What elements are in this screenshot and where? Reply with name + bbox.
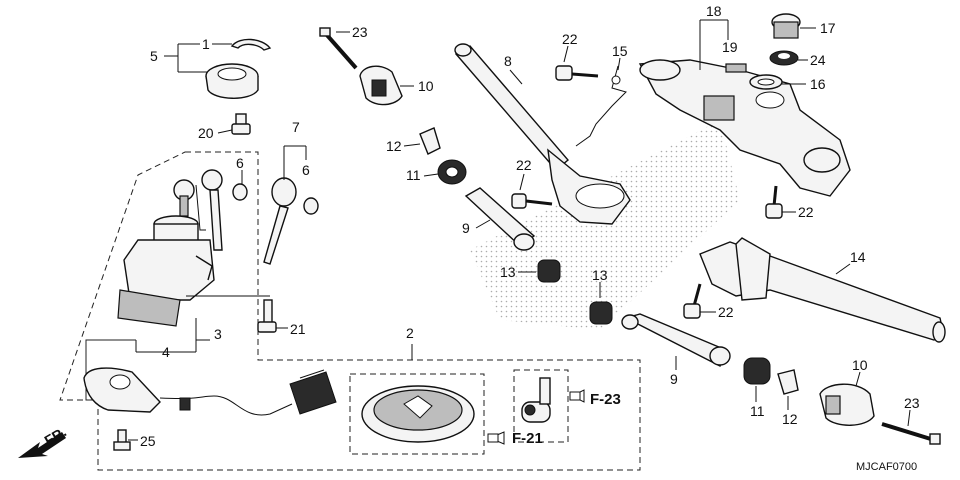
washer-16-part xyxy=(749,74,783,90)
bolt-22-top-part xyxy=(555,65,599,81)
callout-20: 20 xyxy=(198,125,214,141)
callout-3: 3 xyxy=(214,326,222,342)
wire-clip-15-part xyxy=(575,65,627,147)
callout-8: 8 xyxy=(504,53,512,69)
cap-subassembly-box xyxy=(349,373,485,455)
lock-subassembly-box xyxy=(513,369,569,443)
switch-housing-10-bottom-part xyxy=(819,383,875,426)
collar-13-right-part xyxy=(589,301,613,325)
clip-12-top-part xyxy=(419,127,441,155)
o-ring-6a-part xyxy=(232,183,248,201)
callout-10a: 10 xyxy=(418,78,434,94)
callout-5: 5 xyxy=(150,48,158,64)
grommet-11-bottom-part xyxy=(743,357,771,385)
ignition-assembly-box xyxy=(59,151,641,471)
right-handlebar-part xyxy=(699,237,946,343)
bolt-22-bridge-part xyxy=(765,185,783,219)
callout-16: 16 xyxy=(810,76,826,92)
bolt-20-part xyxy=(231,113,251,135)
bar-weight-9-bottom-part xyxy=(621,313,731,367)
callout-14: 14 xyxy=(850,249,866,265)
callout-2: 2 xyxy=(406,325,414,341)
callout-22d: 22 xyxy=(718,304,734,320)
callout-12b: 12 xyxy=(782,411,798,427)
bolt-22-right-part xyxy=(683,283,702,319)
callout-23a: 23 xyxy=(352,24,368,40)
wiring-harness-part xyxy=(83,367,337,416)
bolt-25-part xyxy=(113,429,131,451)
callout-1: 1 xyxy=(202,36,210,52)
callout-15: 15 xyxy=(612,43,628,59)
callout-18: 18 xyxy=(706,3,722,19)
nut-24-part xyxy=(769,50,799,66)
callout-19: 19 xyxy=(722,39,738,55)
callout-10b: 10 xyxy=(852,357,868,373)
o-ring-6b-part xyxy=(303,197,319,215)
callout-12a: 12 xyxy=(386,138,402,154)
bar-weight-9-top-part xyxy=(464,187,536,251)
switch-housing-10-top-part xyxy=(359,65,403,106)
callout-25: 25 xyxy=(140,433,156,449)
diagram-code: MJCAF0700 xyxy=(856,461,917,473)
callout-17: 17 xyxy=(820,20,836,36)
callout-11b: 11 xyxy=(750,403,765,419)
front-arrow-icon xyxy=(18,432,66,458)
screw-23-bottom-part xyxy=(881,422,941,445)
callout-22b: 22 xyxy=(516,157,532,173)
callout-6a: 6 xyxy=(236,155,244,171)
callout-13a: 13 xyxy=(500,264,516,280)
ignition-switch-part xyxy=(117,215,215,327)
fuel-cap-part xyxy=(361,385,475,443)
ref-f23: F-23 xyxy=(590,391,621,408)
callout-4: 4 xyxy=(162,344,170,360)
cylinder-cover-part xyxy=(205,63,259,99)
callout-23b: 23 xyxy=(904,395,920,411)
callout-21: 21 xyxy=(290,321,306,337)
key-7-part xyxy=(263,177,297,265)
shading-area xyxy=(470,120,740,330)
collar-13-left-part xyxy=(537,259,561,283)
screw-23-top-part xyxy=(319,27,358,70)
grommet-11-top-part xyxy=(437,159,467,185)
callout-13b: 13 xyxy=(592,267,608,283)
callout-9b: 9 xyxy=(670,371,678,387)
shim-19-part xyxy=(725,63,747,73)
cap-17-part xyxy=(771,13,801,39)
ref-f21: F-21 xyxy=(512,430,543,447)
clip-12-bottom-part xyxy=(777,369,799,395)
bolt-22-left-part xyxy=(511,193,553,209)
callout-7: 7 xyxy=(292,119,300,135)
callout-6b: 6 xyxy=(302,162,310,178)
callout-22a: 22 xyxy=(562,31,578,47)
lock-cylinder-part xyxy=(521,377,551,423)
callout-22c: 22 xyxy=(798,204,814,220)
left-handlebar-part xyxy=(454,43,631,225)
key-fob-part xyxy=(173,169,223,251)
callout-24: 24 xyxy=(810,52,826,68)
callout-9a: 9 xyxy=(462,220,470,236)
snap-ring-part xyxy=(230,38,272,51)
bolt-21-part xyxy=(257,299,277,333)
callout-11a: 11 xyxy=(406,167,421,183)
top-bridge-part xyxy=(638,59,851,197)
